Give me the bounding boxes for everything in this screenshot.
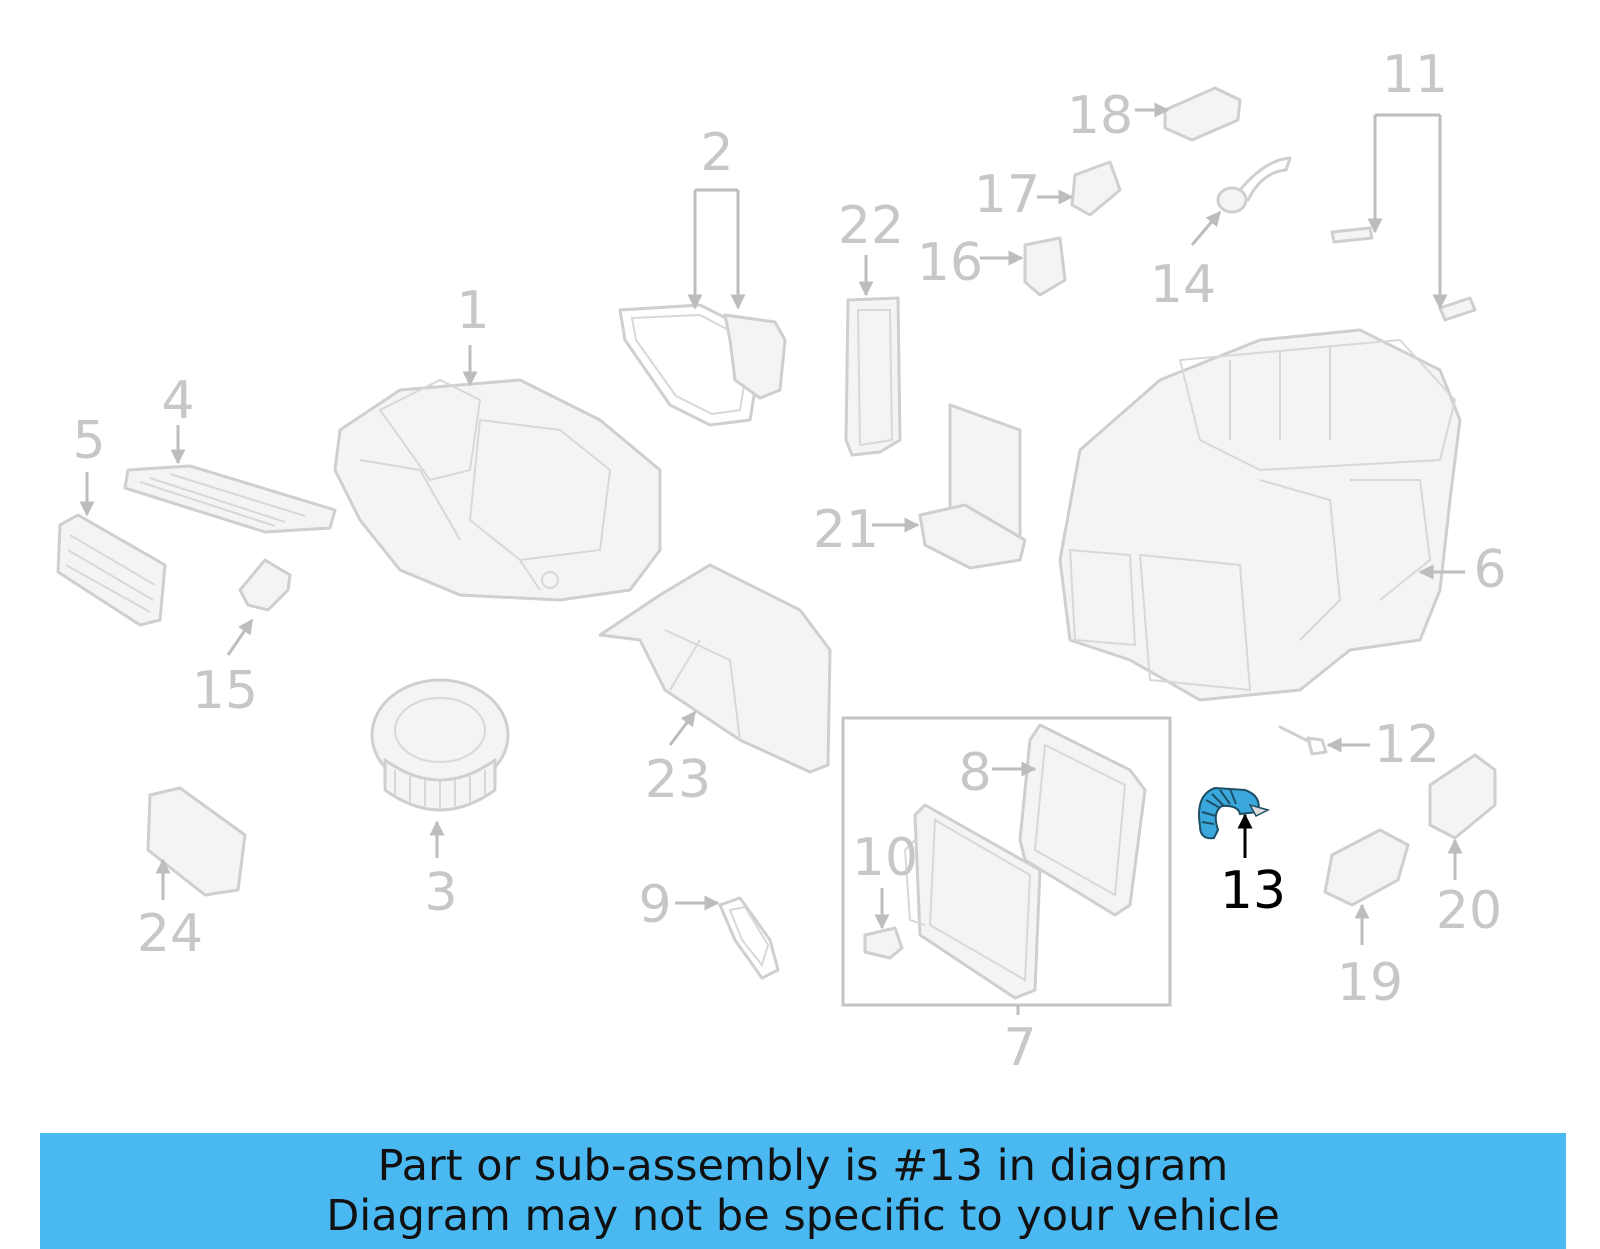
- part-17-actuator: [1070, 160, 1122, 217]
- callout-16: 16: [917, 233, 983, 293]
- part-20-actuator: [1428, 753, 1497, 840]
- callout-5: 5: [72, 411, 105, 471]
- callout-3: 3: [424, 863, 457, 923]
- part-13-drain-hose: [1198, 786, 1271, 840]
- callout-1: 1: [456, 281, 489, 341]
- callout-9: 9: [638, 875, 671, 935]
- callout-22: 22: [838, 196, 904, 256]
- part-5-grille: [56, 513, 167, 627]
- part-3-blower-motor: [370, 678, 510, 812]
- callout-2: 2: [700, 123, 733, 183]
- callout-6: 6: [1473, 540, 1506, 600]
- callout-17: 17: [974, 165, 1040, 225]
- callout-12: 12: [1374, 715, 1440, 775]
- callout-18: 18: [1067, 86, 1133, 146]
- part-22-door: [844, 296, 902, 457]
- callout-13: 13: [1220, 861, 1286, 921]
- part-7-group-box: [841, 716, 1172, 1007]
- part-11-clips: [1330, 226, 1477, 322]
- part-14-actuator-arm: [1216, 156, 1292, 214]
- callout-8: 8: [958, 743, 991, 803]
- callout-11: 11: [1382, 45, 1448, 105]
- part-24-module: [146, 786, 247, 897]
- part-21-resistor: [918, 403, 1027, 570]
- callout-23: 23: [645, 750, 711, 810]
- part-6-hvac-case: [1058, 328, 1462, 702]
- callout-10: 10: [852, 828, 918, 888]
- banner-line-disclaimer: Diagram may not be specific to your vehi…: [326, 1191, 1280, 1241]
- part-1-blower-housing: [333, 378, 662, 602]
- banner-line-part-number: Part or sub-assembly is #13 in diagram: [377, 1141, 1229, 1191]
- part-9-gasket: [718, 896, 780, 980]
- leader-lines: [79, 102, 1465, 945]
- callout-14: 14: [1150, 255, 1216, 315]
- part-23-lower-case: [598, 563, 832, 774]
- callout-20: 20: [1436, 881, 1502, 941]
- callout-15: 15: [192, 661, 258, 721]
- part-19-actuator: [1323, 828, 1410, 907]
- part-2-seals: [618, 303, 787, 427]
- part-18-actuator: [1163, 86, 1242, 142]
- callout-7: 7: [1003, 1018, 1036, 1078]
- part-16-actuator: [1023, 236, 1067, 297]
- callout-24: 24: [137, 904, 203, 964]
- part-15-bracket: [238, 558, 292, 612]
- info-banner: Part or sub-assembly is #13 in diagram D…: [40, 1133, 1566, 1249]
- callout-21: 21: [813, 500, 879, 560]
- part-12-sensor: [1278, 725, 1328, 756]
- callout-19: 19: [1337, 953, 1403, 1013]
- callout-4: 4: [161, 371, 194, 431]
- part-4-cabin-filter: [123, 464, 337, 534]
- part-10-evaporator: [863, 803, 1042, 1000]
- callout-numbers: 1 2 3 4 5 6 7 8 9 10 11 12 13 14 15 16 1…: [72, 45, 1506, 1078]
